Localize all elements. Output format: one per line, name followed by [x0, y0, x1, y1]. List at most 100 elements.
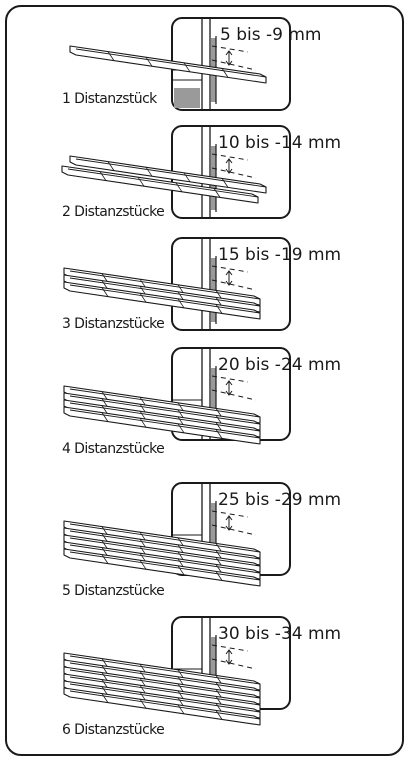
spacer-edge [69, 530, 261, 560]
spacer-notch [139, 292, 147, 303]
spacer-edge [75, 158, 267, 188]
guide-dash [211, 153, 249, 161]
arrow-head [225, 280, 233, 286]
spacer-edge [69, 662, 261, 692]
spacer-notch [101, 554, 109, 564]
spacer-edge [69, 270, 261, 300]
spacer-count-label: 4 Distanzstücke [62, 441, 164, 457]
spacer-notch [145, 166, 153, 177]
spacer-notch [107, 161, 115, 171]
arrow-head [225, 649, 233, 655]
spacer-notch [215, 571, 223, 581]
arrow-head [225, 50, 233, 56]
guide-dash [211, 45, 249, 53]
spacer-notch [107, 51, 115, 61]
spacer-stack [63, 267, 261, 320]
spacer-stack [63, 520, 261, 587]
spacer-notch [175, 182, 183, 193]
spacer-stack [69, 45, 267, 84]
spacer-edge [69, 284, 261, 314]
spacer-edge [69, 537, 261, 567]
guide-dash [211, 167, 257, 179]
distance-range: 20 bis -24 mm [218, 355, 341, 375]
guide-dash [211, 389, 257, 401]
spacer-edge [69, 395, 261, 425]
guide-dash [211, 510, 249, 518]
gap-shade [211, 503, 216, 567]
spacer-notch [215, 304, 223, 314]
step-6: 30 bis -34 mm 6 Distanzstücke [62, 616, 341, 738]
spacer-notch [215, 429, 223, 439]
spacer-notch [177, 298, 185, 309]
spacer-notch [139, 559, 147, 570]
spacer-notch [101, 693, 109, 703]
spacer-notch [139, 417, 147, 428]
detail-callout: 5 bis -9 mm [171, 17, 321, 111]
distance-range: 30 bis -34 mm [218, 624, 341, 644]
spacer-notch [221, 68, 229, 78]
step-4: 20 bis -24 mm 4 Distanzstücke [62, 347, 341, 457]
spacer-edge [69, 683, 261, 713]
spacer-edge [69, 669, 261, 699]
spacer-edge [69, 551, 261, 581]
spacer-notch [101, 287, 109, 297]
spacer-edge [69, 544, 261, 574]
step-2: 10 bis -14 mm 2 Distanzstücke [61, 125, 341, 220]
spacer-edge [69, 655, 261, 685]
spacer-notch [183, 62, 191, 73]
spacer-notch [177, 423, 185, 434]
spacer-count-label: 3 Distanzstücke [62, 316, 164, 332]
spacer-edge [69, 277, 261, 307]
spacer-count-label: 1 Distanzstück [62, 91, 158, 107]
spacer-count-label: 2 Distanzstücke [62, 204, 164, 220]
spacer-count-label: 5 Distanzstücke [62, 583, 164, 599]
spacer-stack [63, 652, 261, 726]
spacer-stack [63, 385, 261, 445]
spacer-notch [177, 704, 185, 715]
arrow-head [225, 380, 233, 386]
arrow-head [225, 270, 233, 276]
guide-dash [211, 59, 257, 71]
spacer-edge [69, 523, 261, 553]
spacer-notch [213, 188, 221, 198]
guide-dash [211, 279, 257, 291]
guide-dash [211, 658, 257, 670]
spacer-notch [101, 412, 109, 422]
arrow-head [225, 60, 233, 66]
distance-range: 25 bis -29 mm [218, 490, 341, 510]
spacer-notch [137, 176, 145, 187]
distance-range: 5 bis -9 mm [220, 25, 321, 45]
spacer-edge [69, 402, 261, 432]
spacer-edge [69, 690, 261, 720]
spacer-notch [177, 565, 185, 576]
guide-dash [211, 524, 257, 536]
arrow-head [225, 158, 233, 164]
spacer-notch [139, 698, 147, 709]
spacer-edge [67, 168, 259, 198]
spacer-edge [69, 388, 261, 418]
spacer-count-label: 6 Distanzstücke [62, 722, 164, 738]
spacer-notch [99, 171, 107, 181]
guide-dash [211, 265, 249, 273]
arrow-head [225, 659, 233, 665]
detail-callout: 10 bis -14 mm [171, 125, 341, 219]
spacer-edge [75, 48, 267, 78]
guide-dash [211, 644, 249, 652]
step-1: 5 bis -9 mm 1 Distanzstück [62, 17, 321, 111]
gap-shade [211, 637, 216, 701]
gap-shade [211, 368, 216, 432]
floor-shade [174, 88, 200, 108]
distance-range: 10 bis -14 mm [218, 133, 341, 153]
spacer-edge [69, 409, 261, 439]
spacer-stack [61, 155, 267, 204]
guide-dash [211, 375, 249, 383]
arrow-head [225, 168, 233, 174]
arrow-head [225, 515, 233, 521]
spacer-notch [183, 172, 191, 183]
spacer-notch [215, 710, 223, 720]
spacer-notch [145, 56, 153, 67]
arrow-head [225, 525, 233, 531]
spacer-notch [221, 178, 229, 188]
arrow-head [225, 390, 233, 396]
